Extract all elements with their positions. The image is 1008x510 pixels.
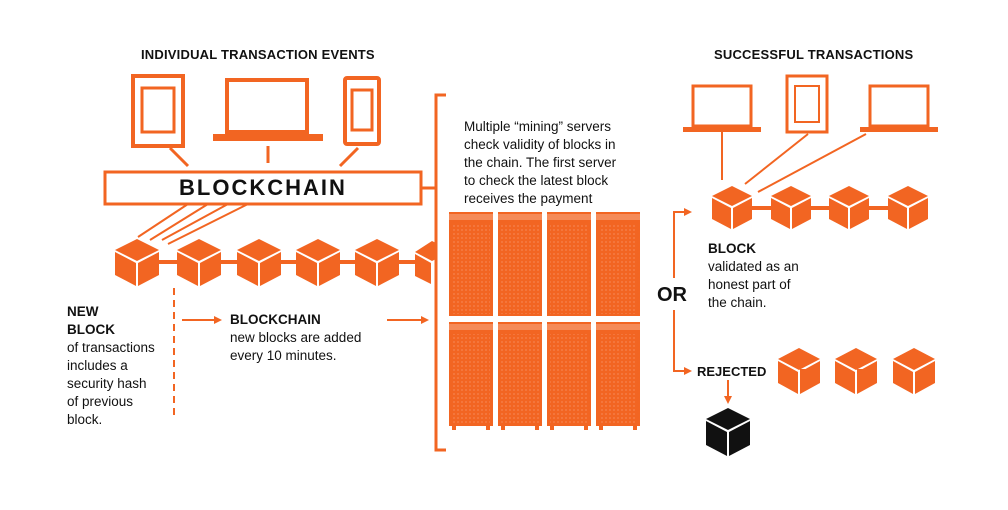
block-cube-icon xyxy=(296,239,340,286)
laptop-icon xyxy=(860,84,938,132)
block-cube-icon xyxy=(829,186,869,229)
new-block-text: NEW BLOCK of transactions includes a sec… xyxy=(67,303,155,429)
validated-desc-line: honest part of xyxy=(708,277,791,292)
or-label: OR xyxy=(657,284,687,306)
block-cube-icon xyxy=(771,186,811,229)
validated-desc-line: validated as an xyxy=(708,259,799,274)
or-split-lines xyxy=(673,208,692,375)
chain-note-desc-line: new blocks are added xyxy=(230,330,362,345)
chain-note-title: BLOCKCHAIN xyxy=(230,312,321,327)
validated-text: BLOCK validated as an honest part of the… xyxy=(708,240,799,312)
heading-individual-transactions: INDIVIDUAL TRANSACTION EVENTS xyxy=(141,47,375,62)
server-rack-icon xyxy=(449,212,640,430)
new-block-title-line2: BLOCK xyxy=(67,322,115,337)
new-block-desc-line: of transactions xyxy=(67,340,155,355)
chain-note-text: BLOCKCHAIN new blocks are added every 10… xyxy=(230,311,361,365)
new-block-title-line1: NEW xyxy=(67,304,99,319)
block-cube-icon xyxy=(115,239,159,286)
block-cube-icon xyxy=(893,348,935,394)
new-block-desc-line: security hash xyxy=(67,376,147,391)
rejected-block-icon xyxy=(706,408,750,456)
mining-desc-line: receives the payment xyxy=(464,191,593,206)
new-block-desc-line: of previous xyxy=(67,394,134,409)
bracket xyxy=(434,93,446,452)
block-cube-icon xyxy=(177,239,221,286)
tablet-icon xyxy=(131,74,185,148)
laptop-icon xyxy=(213,78,323,141)
phone-icon xyxy=(343,76,381,146)
rejected-label: REJECTED xyxy=(697,364,767,379)
validated-title: BLOCK xyxy=(708,241,756,256)
block-cube-icon xyxy=(778,348,820,394)
mining-desc-line: check validity of blocks in xyxy=(464,137,616,152)
block-cube-icon-partial xyxy=(415,241,436,284)
new-block-desc-line: block. xyxy=(67,412,103,427)
block-cube-icon xyxy=(237,239,281,286)
new-block-desc-line: includes a xyxy=(67,358,128,373)
validated-desc-line: the chain. xyxy=(708,295,767,310)
heading-successful-transactions: SUCCESSFUL TRANSACTIONS xyxy=(714,47,914,62)
mining-text: Multiple “mining” servers check validity… xyxy=(464,118,616,208)
block-cube-icon xyxy=(355,239,399,286)
block-cube-icon xyxy=(712,186,752,229)
mining-desc-line: to check the latest block xyxy=(464,173,609,188)
laptop-icon xyxy=(683,84,761,132)
mining-desc-line: the chain. The first server xyxy=(464,155,617,170)
chain-note-desc-line: every 10 minutes. xyxy=(230,348,337,363)
block-cube-icon xyxy=(888,186,928,229)
blockchain-label: BLOCKCHAIN xyxy=(179,175,347,200)
mining-desc-line: Multiple “mining” servers xyxy=(464,119,612,134)
block-cube-icon xyxy=(835,348,877,394)
tablet-icon xyxy=(785,74,829,134)
